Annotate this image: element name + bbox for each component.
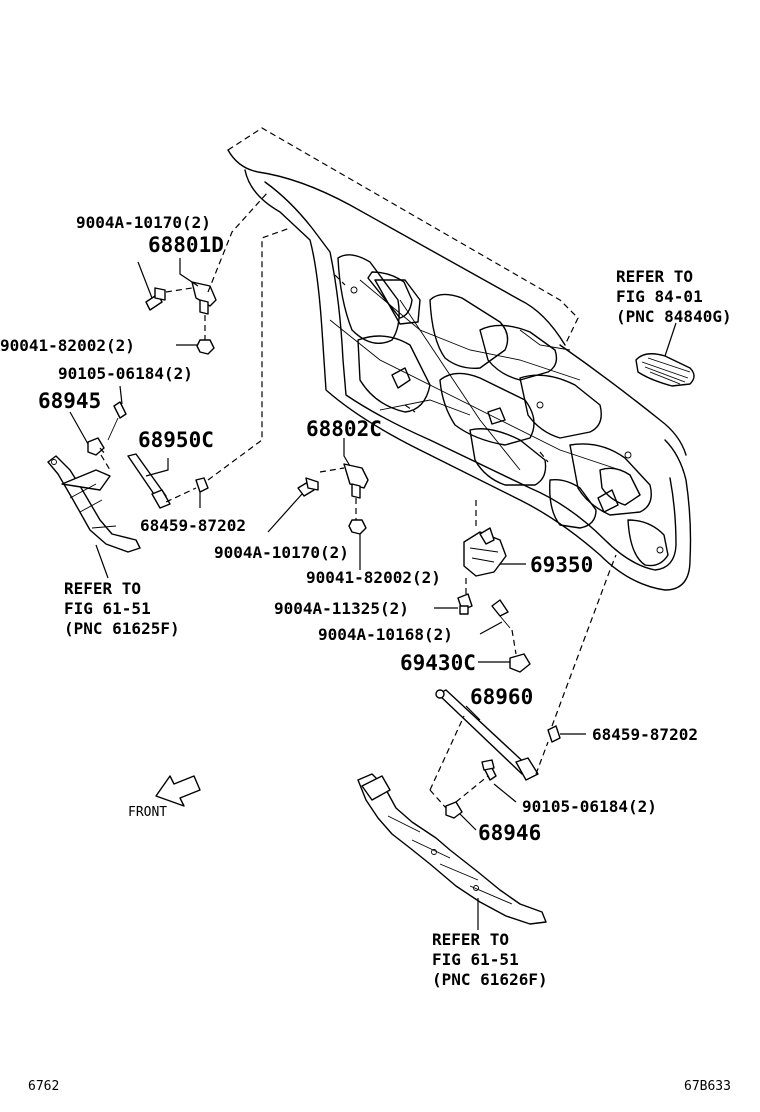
label-69350: 69350 xyxy=(530,553,593,577)
right-hinge-hardware xyxy=(357,554,617,930)
label-68801d: 68801D xyxy=(148,233,224,257)
label-68960: 68960 xyxy=(470,685,533,709)
label-90041-82002-top: 90041-82002(2) xyxy=(0,336,135,355)
label-68459-87202-left: 68459-87202 xyxy=(140,516,246,535)
label-refer-bottom-2: FIG 61-51 xyxy=(432,950,519,969)
label-69430c: 69430C xyxy=(400,651,476,675)
label-front: FRONT xyxy=(128,805,167,820)
label-refer-left-2: FIG 61-51 xyxy=(64,599,151,618)
emblem-84840g xyxy=(635,322,695,387)
label-68950c: 68950C xyxy=(138,428,214,452)
label-68459-87202-right: 68459-87202 xyxy=(592,725,698,744)
label-68945: 68945 xyxy=(38,389,101,413)
label-68946: 68946 xyxy=(478,821,541,845)
label-9004a-10170-mid: 9004A-10170(2) xyxy=(214,543,349,562)
label-refer-top-2: FIG 84-01 xyxy=(616,287,703,306)
latch-hardware xyxy=(434,500,531,673)
front-arrow-icon xyxy=(155,775,201,807)
footer-left-code: 6762 xyxy=(28,1079,59,1094)
footer-right-code: 67B633 xyxy=(684,1079,731,1094)
label-9004a-10168: 9004A-10168(2) xyxy=(318,625,453,644)
label-refer-top-3: (PNC 84840G) xyxy=(616,307,732,326)
label-68802c: 68802C xyxy=(306,417,382,441)
label-refer-top-1: REFER TO xyxy=(616,267,693,286)
label-90041-82002-mid: 90041-82002(2) xyxy=(306,568,441,587)
label-refer-left-3: (PNC 61625F) xyxy=(64,619,180,638)
label-refer-bottom-3: (PNC 61626F) xyxy=(432,970,548,989)
label-9004a-10170-top: 9004A-10170(2) xyxy=(76,213,211,232)
left-hinge-hardware xyxy=(47,191,291,579)
label-refer-left-1: REFER TO xyxy=(64,579,141,598)
middle-hinge-hardware xyxy=(267,438,369,570)
label-90105-06184-bottom: 90105-06184(2) xyxy=(522,797,657,816)
label-9004a-11325: 9004A-11325(2) xyxy=(274,599,409,618)
part-labels: 9004A-10170(2) 68801D 90041-82002(2) 901… xyxy=(0,213,732,1094)
trunk-lid xyxy=(227,127,692,591)
label-refer-bottom-1: REFER TO xyxy=(432,930,509,949)
label-90105-06184-top: 90105-06184(2) xyxy=(58,364,193,383)
